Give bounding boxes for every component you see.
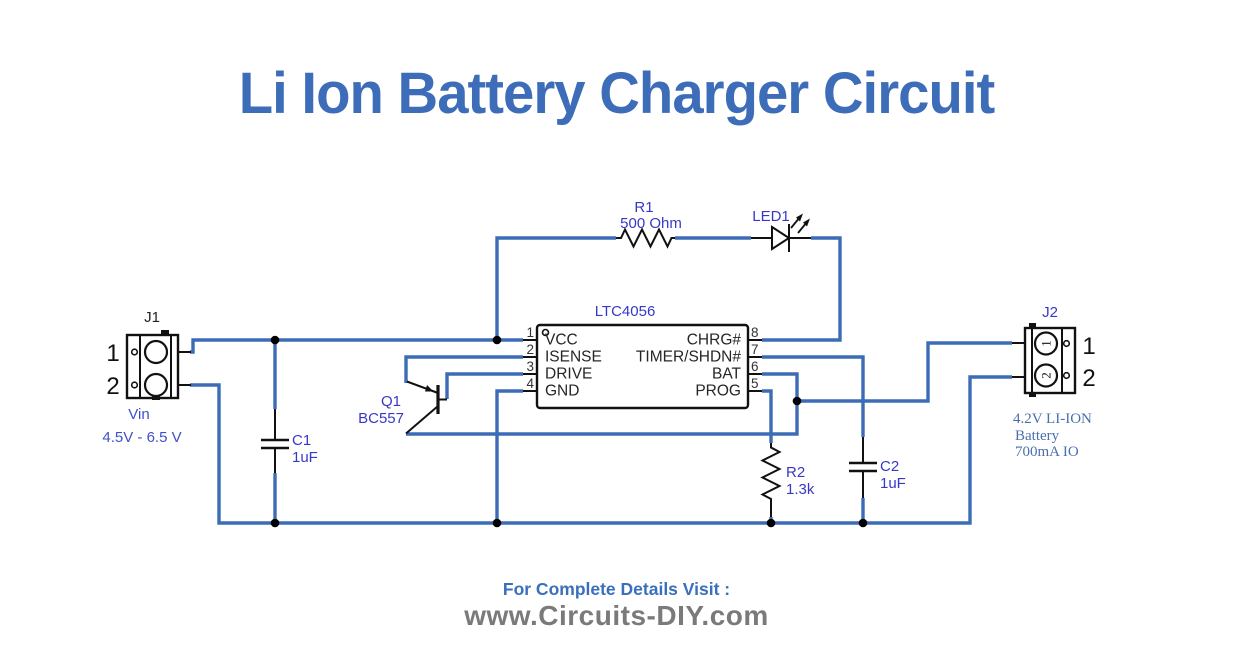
pin-name-isense: ISENSE <box>545 349 602 366</box>
j1-terminal <box>143 339 169 365</box>
pin-name-prog: PROG <box>695 383 741 400</box>
wire-segment <box>190 338 523 354</box>
j1-caption-vin: Vin <box>128 406 149 423</box>
ic-ref: LTC4056 <box>595 303 656 320</box>
j2-terminal-digit: 1 <box>1039 340 1054 347</box>
resistor-symbol <box>760 443 782 517</box>
j2-caption-battery: Battery <box>1015 428 1060 444</box>
resistor-r1: R1 500 Ohm <box>616 199 682 249</box>
r2-value: 1.3k <box>786 481 815 498</box>
capacitor-c1: C1 1uF <box>261 409 318 473</box>
footer-visit-text: For Complete Details Visit : <box>502 579 731 599</box>
r1-ref: R1 <box>634 199 653 216</box>
wire-segment <box>762 355 865 437</box>
j2-ref: J2 <box>1042 304 1058 321</box>
pin-number: 3 <box>526 359 534 374</box>
led1-ref: LED1 <box>752 208 790 225</box>
pin-number: 4 <box>526 376 534 391</box>
junction-dot <box>858 518 868 528</box>
pin-name-gnd: GND <box>545 383 579 400</box>
j2-body <box>1023 326 1077 395</box>
j1-hole <box>130 381 139 389</box>
junction-dot <box>792 396 802 406</box>
j2-pin1-label: 1 <box>1082 333 1095 360</box>
capacitor-c2: C2 1uF <box>849 437 906 498</box>
footer-site-text: www.Circuits-DIY.com <box>464 600 769 631</box>
pin-stubs <box>178 339 1025 392</box>
transistor-q1: Q1 BC557 <box>358 380 447 435</box>
transistor-arrow <box>425 385 434 392</box>
junction-dots <box>270 335 868 528</box>
j2-caption-current: 700mA IO <box>1015 444 1079 460</box>
pin-number: 1 <box>526 325 534 340</box>
pin-name-timer: TIMER/SHDN# <box>636 349 741 366</box>
j2-terminal <box>1033 331 1059 356</box>
pin1-marker-icon <box>541 328 550 337</box>
r1-value: 500 Ohm <box>620 215 682 232</box>
r2-ref: R2 <box>786 464 805 481</box>
j1-ref: J1 <box>144 309 160 326</box>
junction-dot <box>492 335 502 345</box>
j2-terminal <box>1033 363 1059 388</box>
wire-segment <box>762 236 842 342</box>
resistor-r2: R2 1.3k <box>760 443 815 517</box>
wire-segment <box>445 372 523 399</box>
junction-dot <box>270 335 280 345</box>
pin-number: 8 <box>751 325 759 340</box>
j1-caption-range: 4.5V - 6.5 V <box>102 429 181 446</box>
j2-tab <box>1029 393 1036 397</box>
pin-number: 7 <box>751 342 759 357</box>
c2-ref: C2 <box>880 458 899 475</box>
wire-segment <box>797 341 1012 403</box>
j1-pin1-label: 1 <box>106 340 119 367</box>
j1-pin2-label: 2 <box>106 373 119 400</box>
j2-pin2-label: 2 <box>1082 365 1095 392</box>
led-emission-arrowhead <box>803 218 810 227</box>
ic-ltc4056: LTC4056 VCC ISENSE DRIVE GND CHRG# TIMER… <box>526 303 759 410</box>
j1-tab <box>152 396 160 400</box>
junction-dot <box>766 518 776 528</box>
j2-hole <box>1062 371 1071 380</box>
junction-dot <box>492 518 502 528</box>
c2-value: 1uF <box>880 475 906 492</box>
j2-hole <box>1062 339 1071 348</box>
pin-name-drive: DRIVE <box>545 366 592 383</box>
led-led1: LED1 <box>751 208 811 252</box>
q1-value: BC557 <box>358 410 404 427</box>
j2-tab <box>1029 323 1036 328</box>
c1-value: 1uF <box>292 449 318 466</box>
wire-segment <box>495 389 523 523</box>
led-triangle <box>771 225 791 251</box>
transistor-collector <box>405 405 439 435</box>
pin-number: 5 <box>751 376 759 391</box>
wire-segment <box>404 355 523 383</box>
pin-number: 6 <box>751 359 759 374</box>
pin-number: 2 <box>526 342 534 357</box>
wire-segment <box>762 389 773 443</box>
j1-hole <box>130 348 139 356</box>
connector-j2: 1 2 J2 1 2 4.2V LI-ION Battery 700mA IO <box>1013 304 1096 460</box>
pin-name-vcc: VCC <box>545 332 578 349</box>
junction-dot <box>270 518 280 528</box>
pin-name-chrg: CHRG# <box>687 332 742 349</box>
page-title: Li Ion Battery Charger Circuit <box>238 61 996 126</box>
j2-caption-voltage: 4.2V LI-ION <box>1013 411 1092 427</box>
led-emission-arrowhead <box>796 213 803 222</box>
connector-j1: J1 1 2 Vin 4.5V - 6.5 V <box>102 309 181 446</box>
j1-tab <box>161 330 169 335</box>
transistor-emitter <box>406 380 439 394</box>
resistor-symbol <box>616 227 675 249</box>
c1-ref: C1 <box>292 432 311 449</box>
j2-terminal-digit: 2 <box>1039 372 1054 379</box>
wire-segment <box>190 375 1012 525</box>
ic-body <box>535 323 750 410</box>
pin-name-bat: BAT <box>712 366 742 383</box>
j1-terminal <box>143 372 169 398</box>
q1-ref: Q1 <box>381 393 401 410</box>
wire-segment <box>495 236 616 340</box>
